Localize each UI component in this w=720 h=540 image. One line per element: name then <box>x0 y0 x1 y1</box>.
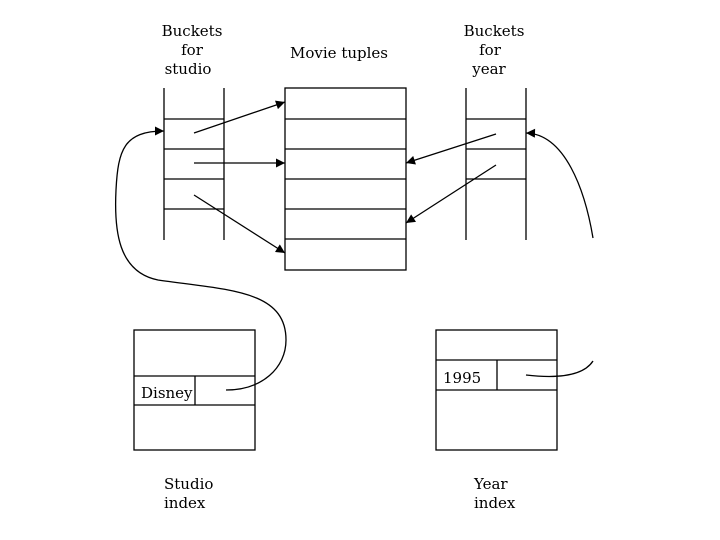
year-index-label-line1: Year <box>473 475 508 493</box>
year-bucket-pointer-2 <box>405 164 497 224</box>
year-1995-key: 1995 <box>443 369 481 387</box>
studio-buckets <box>163 88 225 240</box>
disney-key: Disney <box>141 384 193 402</box>
year-index-box <box>435 329 558 451</box>
studio-index-pointer <box>114 126 287 391</box>
buckets-year-label-line2: for <box>479 41 502 59</box>
buckets-year-label-line3: year <box>471 60 506 78</box>
studio-index-label-line1: Studio <box>164 475 213 493</box>
studio-bucket-pointer-3 <box>193 194 286 254</box>
buckets-studio-label-line1: Buckets <box>162 22 223 40</box>
year-index-label-line2: index <box>474 494 516 512</box>
year-index-pointer <box>525 360 594 378</box>
year-bucket-pointer-1 <box>405 133 497 165</box>
buckets-studio-label-line3: studio <box>165 60 212 78</box>
buckets-studio-label-line2: for <box>181 41 204 59</box>
movie-tuples-label: Movie tuples <box>290 44 388 62</box>
year-bucket-incoming-pointer <box>525 128 594 239</box>
studio-bucket-pointer-1 <box>193 100 286 134</box>
studio-index-label-line2: index <box>164 494 206 512</box>
year-buckets <box>465 88 527 240</box>
buckets-year-label-line1: Buckets <box>464 22 525 40</box>
studio-index-box <box>133 329 256 451</box>
movie-tuples-block <box>284 87 407 271</box>
